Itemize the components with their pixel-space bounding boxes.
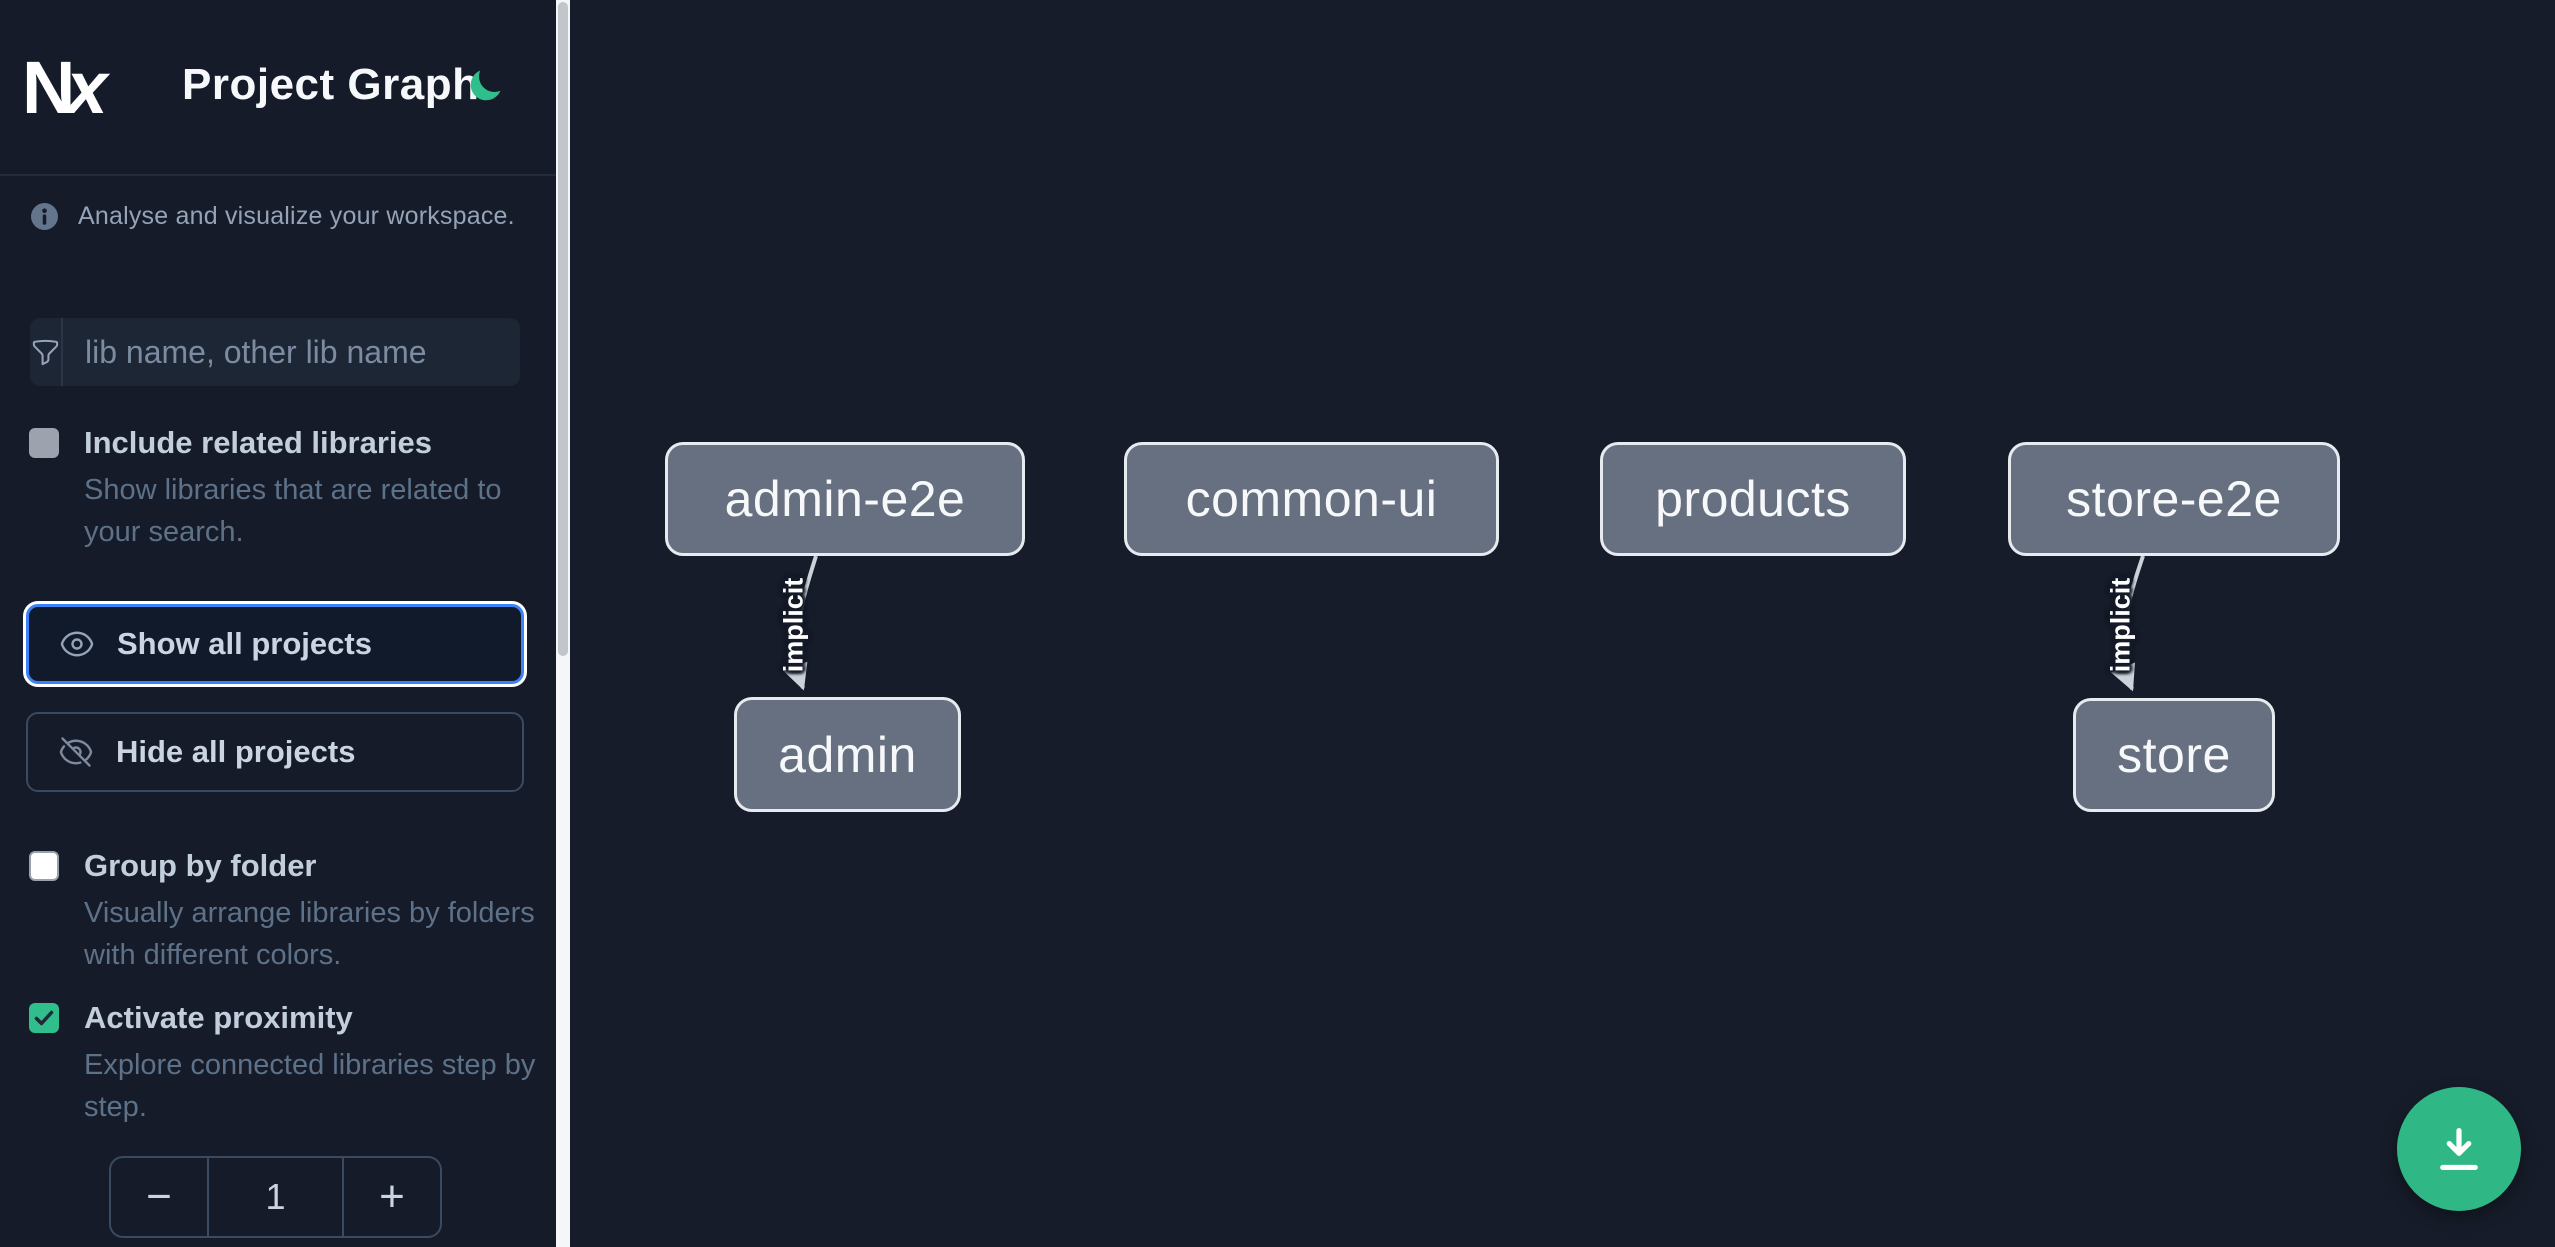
proximity-increment-button[interactable]: + [342, 1158, 440, 1236]
nx-logo: Nx [22, 50, 132, 126]
theme-toggle-button[interactable] [462, 64, 508, 110]
download-icon [2440, 1127, 2478, 1171]
funnel-icon [30, 318, 63, 386]
proximity-decrement-button[interactable]: − [111, 1158, 209, 1236]
activate-proximity-description: Explore connected libraries step by step… [84, 1049, 536, 1123]
sidebar: Nx Project Graph Analyse and visualize y… [0, 0, 556, 1247]
filter-input[interactable] [63, 318, 527, 386]
proximity-stepper: − 1 + [109, 1156, 442, 1238]
activate-proximity-checkbox[interactable] [29, 1003, 59, 1033]
option-activate-proximity[interactable]: Activate proximity Explore connected lib… [29, 1000, 535, 1128]
include-related-label: Include related libraries [84, 425, 433, 460]
show-all-projects-label: Show all projects [117, 626, 372, 661]
nx-logo-n: N [22, 46, 76, 129]
hide-all-projects-label: Hide all projects [116, 734, 356, 769]
graph-edges-layer [782, 555, 2145, 692]
intro-row: Analyse and visualize your workspace. [31, 202, 515, 231]
intro-text: Analyse and visualize your workspace. [78, 202, 515, 230]
graph-node-admin-e2e[interactable]: admin-e2e [665, 442, 1025, 556]
eye-off-icon [59, 737, 93, 767]
graph-canvas[interactable]: admin-e2e common-ui products store-e2e admin… [570, 0, 2555, 1247]
option-include-related[interactable]: Include related libraries Show libraries… [29, 425, 524, 553]
include-related-description: Show libraries that are related to your … [84, 474, 502, 548]
activate-proximity-label: Activate proximity [84, 1000, 353, 1035]
eye-icon [60, 631, 94, 657]
proximity-value: 1 [265, 1176, 286, 1217]
include-related-checkbox[interactable] [29, 428, 59, 458]
option-group-by-folder[interactable]: Group by folder Visually arrange librari… [29, 848, 535, 976]
sidebar-scrollbar-thumb[interactable] [558, 2, 568, 656]
graph-node-common-ui[interactable]: common-ui [1124, 442, 1499, 556]
graph-node-admin[interactable]: admin [734, 697, 961, 812]
graph-node-store-e2e[interactable]: store-e2e [2008, 442, 2340, 556]
group-by-folder-description: Visually arrange libraries by folders wi… [84, 897, 535, 971]
download-graph-button[interactable] [2397, 1087, 2521, 1211]
graph-node-products[interactable]: products [1600, 442, 1906, 556]
edge-admin-e2e-to-admin [782, 555, 818, 691]
nx-logo-x: x [66, 46, 107, 129]
page-title: Project Graph [182, 60, 480, 109]
moon-icon [470, 70, 501, 100]
edge-label-store-e2e-to-store: implicit [2105, 577, 2136, 673]
graph-node-store[interactable]: store [2073, 698, 2275, 812]
show-all-projects-button[interactable]: Show all projects [26, 604, 524, 684]
sidebar-scrollbar[interactable] [556, 0, 570, 1247]
hide-all-projects-button[interactable]: Hide all projects [26, 712, 524, 792]
sidebar-header: Nx Project Graph [0, 0, 556, 176]
edge-label-admin-e2e-to-admin: implicit [778, 577, 809, 673]
filter-box [30, 318, 527, 386]
edge-store-e2e-to-store [2110, 555, 2145, 692]
group-by-folder-checkbox[interactable] [29, 851, 59, 881]
check-icon [34, 1010, 54, 1026]
info-icon [31, 203, 58, 230]
group-by-folder-label: Group by folder [84, 848, 317, 883]
